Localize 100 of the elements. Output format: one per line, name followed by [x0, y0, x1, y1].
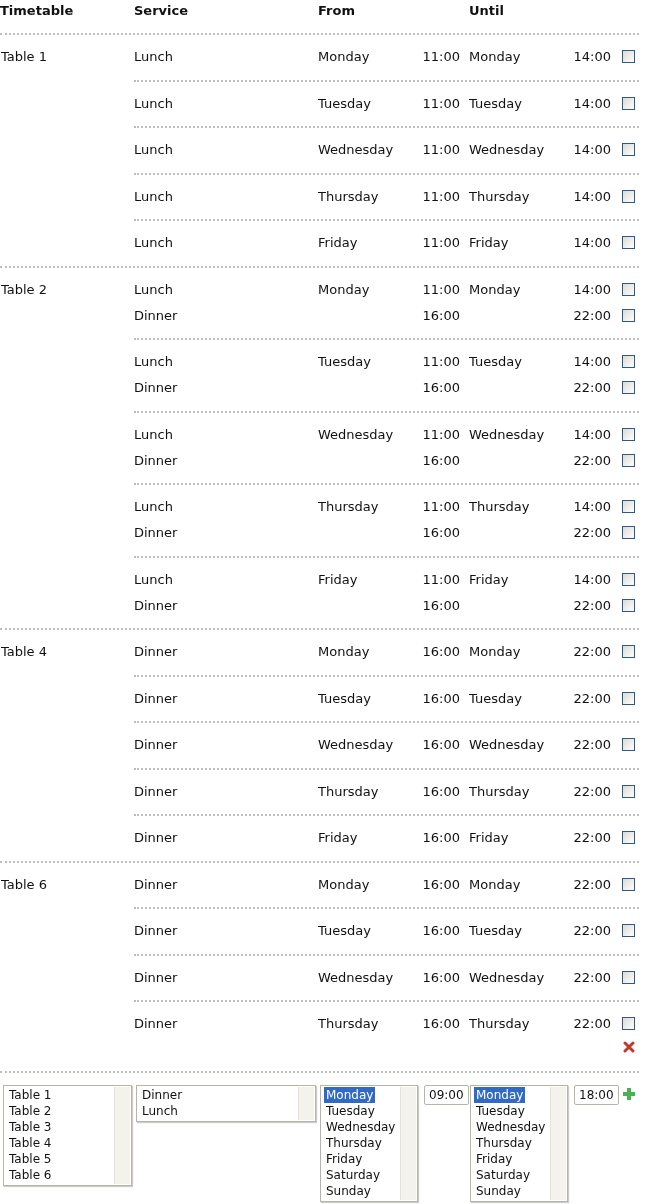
day-text: Tuesday — [469, 354, 522, 370]
day-text: Thursday — [469, 1016, 530, 1032]
list-option: Thursday — [474, 1135, 534, 1151]
time-text: 16:00 — [422, 690, 460, 707]
service-name: Dinner — [134, 690, 178, 707]
list-option: Sunday — [474, 1183, 523, 1199]
time-text: 14:00 — [573, 142, 611, 158]
day-text: Wednesday — [318, 737, 394, 753]
day-text: Tuesday — [318, 354, 371, 370]
day-text: Wednesday — [318, 426, 394, 443]
time-text: 14:00 — [573, 426, 611, 443]
list-option: Dinner — [140, 1087, 185, 1103]
time-text: 22:00 — [573, 644, 611, 660]
day-text: Wednesday — [469, 969, 545, 986]
time-text: 22:00 — [573, 923, 611, 939]
day-text: Monday — [318, 644, 370, 660]
day-text: Thursday — [469, 499, 530, 515]
table-name: Table 1 — [1, 49, 48, 65]
time-text: 11:00 — [422, 499, 460, 515]
time-field: 18:00 — [574, 1085, 619, 1105]
service-name: Lunch — [134, 95, 173, 112]
service-name: Lunch — [134, 188, 173, 205]
time-text: 22:00 — [573, 830, 611, 846]
table-name: Table 4 — [1, 644, 48, 660]
list-option: Table 3 — [7, 1119, 54, 1135]
list-option: Monday — [474, 1087, 526, 1103]
column-header: Until — [469, 3, 504, 19]
time-text: 22:00 — [573, 690, 611, 707]
time-text: 11:00 — [422, 571, 460, 588]
table-name: Table 2 — [1, 281, 48, 298]
time-text: 14:00 — [573, 281, 611, 298]
time-text: 14:00 — [573, 188, 611, 205]
service-name: Dinner — [134, 644, 178, 660]
day-text: Tuesday — [318, 923, 371, 939]
time-text: 14:00 — [573, 49, 611, 65]
time-text: 14:00 — [573, 354, 611, 370]
time-text: 11:00 — [422, 426, 460, 443]
time-field: 09:00 — [424, 1085, 469, 1105]
time-text: 11:00 — [422, 188, 460, 205]
service-name: Lunch — [134, 235, 173, 251]
service-name: Dinner — [134, 525, 178, 541]
day-text: Tuesday — [318, 690, 371, 707]
time-text: 16:00 — [422, 597, 460, 614]
day-text: Friday — [318, 830, 358, 846]
time-text: 16:00 — [422, 1016, 460, 1032]
time-text: 16:00 — [422, 923, 460, 939]
column-header: Timetable — [0, 3, 74, 19]
time-text: 16:00 — [422, 783, 460, 800]
time-text: 22:00 — [573, 783, 611, 800]
list-option: Friday — [474, 1151, 515, 1167]
day-text: Tuesday — [469, 95, 522, 112]
day-text: Friday — [318, 235, 358, 251]
list-option: Saturday — [324, 1167, 383, 1183]
day-text: Wednesday — [469, 737, 545, 753]
day-text: Monday — [318, 49, 370, 65]
list-option: Wednesday — [474, 1119, 548, 1135]
day-text: Friday — [469, 235, 509, 251]
time-text: 11:00 — [422, 235, 460, 251]
time-text: 22:00 — [573, 525, 611, 541]
service-name: Dinner — [134, 1016, 178, 1032]
day-text: Thursday — [469, 783, 530, 800]
service-name: Lunch — [134, 281, 173, 298]
service-name: Dinner — [134, 830, 178, 846]
day-text: Thursday — [318, 499, 379, 515]
time-text: 22:00 — [573, 969, 611, 986]
day-text: Thursday — [318, 1016, 379, 1032]
list-option: Table 4 — [7, 1135, 54, 1151]
time-text: 14:00 — [573, 499, 611, 515]
time-text: 11:00 — [422, 95, 460, 112]
time-text: 16:00 — [422, 452, 460, 469]
time-text: 22:00 — [573, 1016, 611, 1032]
list-option: Tuesday — [324, 1103, 377, 1119]
column-header: From — [318, 3, 355, 19]
time-text: 16:00 — [422, 307, 460, 324]
time-text: 11:00 — [422, 49, 460, 65]
time-text: 14:00 — [573, 571, 611, 588]
service-name: Dinner — [134, 923, 178, 939]
time-text: 14:00 — [573, 95, 611, 112]
day-text: Tuesday — [469, 923, 522, 939]
time-text: 11:00 — [422, 354, 460, 370]
time-text: 22:00 — [573, 876, 611, 893]
list-option: Wednesday — [324, 1119, 398, 1135]
list-option: Table 6 — [7, 1167, 54, 1183]
time-text: 11:00 — [422, 142, 460, 158]
time-text: 16:00 — [422, 737, 460, 753]
day-text: Wednesday — [469, 426, 545, 443]
day-text: Tuesday — [318, 95, 371, 112]
time-text: 11:00 — [422, 281, 460, 298]
day-text: Monday — [318, 281, 370, 298]
list-option: Table 2 — [7, 1103, 54, 1119]
time-text: 16:00 — [422, 525, 460, 541]
service-name: Lunch — [134, 499, 173, 515]
table-name: Table 6 — [1, 876, 48, 893]
time-text: 22:00 — [573, 737, 611, 753]
time-text: 14:00 — [573, 235, 611, 251]
day-text: Monday — [469, 281, 521, 298]
service-name: Dinner — [134, 969, 178, 986]
day-text: Wednesday — [318, 142, 394, 158]
time-text: 16:00 — [422, 876, 460, 893]
time-text: 22:00 — [573, 597, 611, 614]
